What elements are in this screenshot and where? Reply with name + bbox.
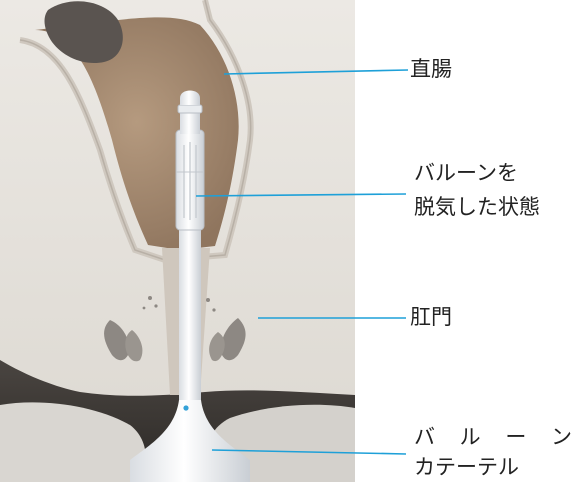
catheter-indicator xyxy=(183,405,189,411)
catheter-base xyxy=(130,400,250,482)
catheter-tip xyxy=(180,90,200,105)
label-rectum: 直腸 xyxy=(410,57,452,81)
leader-line-rectum xyxy=(223,69,409,75)
label-deflated-balloon-line2: 脱気した状態 xyxy=(414,195,540,219)
label-balloon-catheter-line1: バ ル ー ン xyxy=(414,425,582,449)
follicle-dot xyxy=(212,308,216,312)
follicle-right-2 xyxy=(209,332,225,362)
leader-line-balloon xyxy=(195,193,407,197)
follicle-dot xyxy=(142,306,146,310)
upper-dark-mass xyxy=(44,1,123,64)
catheter-upper xyxy=(180,110,200,134)
follicle-left xyxy=(104,320,129,361)
catheter-collar xyxy=(177,104,203,114)
follicle-dot xyxy=(154,304,158,308)
label-deflated-balloon-line1: バルーンを xyxy=(414,161,518,185)
follicle-left-2 xyxy=(125,330,143,362)
follicle-dot xyxy=(148,296,152,300)
follicle-dot xyxy=(206,298,210,302)
label-anus: 肛門 xyxy=(410,305,452,329)
follicle-right xyxy=(221,318,246,361)
buttock-left xyxy=(0,402,146,482)
catheter-tube xyxy=(179,210,201,410)
label-balloon-catheter-line2: カテーテル xyxy=(414,455,519,479)
leader-line-catheter xyxy=(211,449,407,455)
